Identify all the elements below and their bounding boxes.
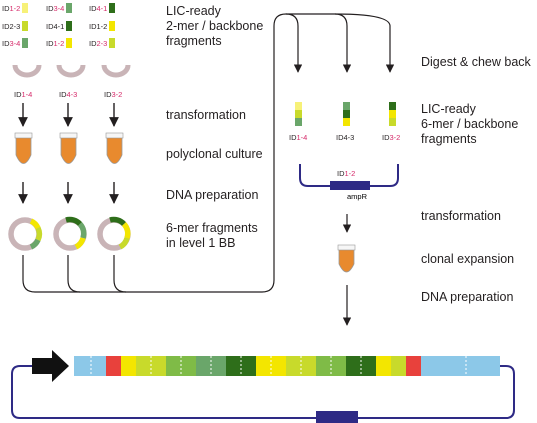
- ampr-gene: [316, 411, 358, 423]
- fragment-label: ID1-4: [289, 133, 308, 142]
- left-plasmids: [12, 64, 131, 78]
- fragment-label: ID4-1: [46, 22, 65, 31]
- fragment-label: ID1-2: [46, 39, 65, 48]
- swatch-set1-1: [22, 3, 28, 13]
- step-digest: Digest & chew back: [421, 55, 531, 69]
- swatch-set1-2: [22, 21, 28, 31]
- swatch-set2-1: [66, 3, 72, 13]
- fragment-label: ID3-2: [382, 133, 401, 142]
- step-2mer-backbone: 2-mer / backbone: [166, 19, 264, 33]
- step-fragments-right: fragments: [421, 132, 477, 146]
- fragment-stack-1: [295, 102, 302, 126]
- step-6mer-fragments: 6-mer fragments: [166, 221, 258, 235]
- tube-icon: [337, 244, 356, 273]
- fragment-stack-2: [343, 102, 350, 126]
- promoter-arrow-icon: [32, 350, 69, 382]
- step-transformation-right: transformation: [421, 209, 501, 223]
- junction-marks: [90, 356, 467, 376]
- plasmid-icon: [97, 216, 131, 251]
- swatch-set3-3: [109, 38, 115, 48]
- fragment-label: ID1-2: [89, 22, 108, 31]
- swatch-set3-1: [109, 3, 115, 13]
- step-lic-ready: LIC-ready: [166, 4, 221, 18]
- tube-icon: [59, 132, 78, 164]
- tube-icon: [105, 132, 124, 164]
- fragment-label: ID4-3: [336, 133, 355, 142]
- swatch-set2-3: [66, 38, 72, 48]
- final-plasmid: [11, 350, 515, 423]
- step-polyclonal-culture: polyclonal culture: [166, 147, 263, 161]
- step-transformation: transformation: [166, 108, 246, 122]
- ampr-label: ampR: [347, 192, 368, 201]
- step-fragments: fragments: [166, 34, 222, 48]
- fragment-stack-3: [389, 102, 396, 126]
- swatch-set2-2: [66, 21, 72, 31]
- plasmid-icon: [101, 64, 131, 78]
- plasmid-label: ID1-4: [14, 90, 33, 99]
- fragment-label: ID3-4: [46, 4, 65, 13]
- step-clonal-expansion: clonal expansion: [421, 252, 515, 266]
- insert-blocks: [74, 356, 500, 376]
- fragment-label: ID2-3: [2, 22, 21, 31]
- ampr-gene: [330, 181, 370, 190]
- left-arrows-row2: [18, 182, 119, 204]
- fragment-label: ID2-3: [89, 39, 108, 48]
- left-fragment-swatches: [22, 3, 115, 48]
- tube-icon: [14, 132, 33, 164]
- plasmid-label: ID3-2: [104, 90, 123, 99]
- fragment-label: ID3-4: [2, 39, 21, 48]
- backbone: [299, 164, 399, 190]
- left-tubes: [14, 132, 124, 164]
- right-fragment-stacks: [295, 102, 396, 126]
- plasmid-label: ID4-3: [59, 90, 78, 99]
- left-arrows-row1: [18, 103, 119, 127]
- plasmid-icon: [8, 217, 43, 251]
- fragment-label: ID1-2: [2, 4, 21, 13]
- swatch-set3-2: [109, 21, 115, 31]
- fragment-label: ID4-1: [89, 4, 108, 13]
- step-6mer-backbone: 6-mer / backbone: [421, 117, 519, 131]
- plasmid-icon: [56, 64, 86, 78]
- plasmid-icon: [53, 216, 87, 251]
- step-in-level1-bb: in level 1 BB: [166, 236, 236, 250]
- plasmid-icon: [12, 64, 42, 78]
- digest-arrows: [293, 50, 395, 73]
- step-dna-preparation-right: DNA preparation: [421, 290, 514, 304]
- merge-lines: [22, 13, 391, 293]
- backbone-label: ID1-2: [337, 169, 356, 178]
- level1-plasmids: [8, 216, 131, 251]
- step-dna-preparation: DNA preparation: [166, 188, 259, 202]
- swatch-set1-3: [22, 38, 28, 48]
- step-lic-ready-right: LIC-ready: [421, 102, 476, 116]
